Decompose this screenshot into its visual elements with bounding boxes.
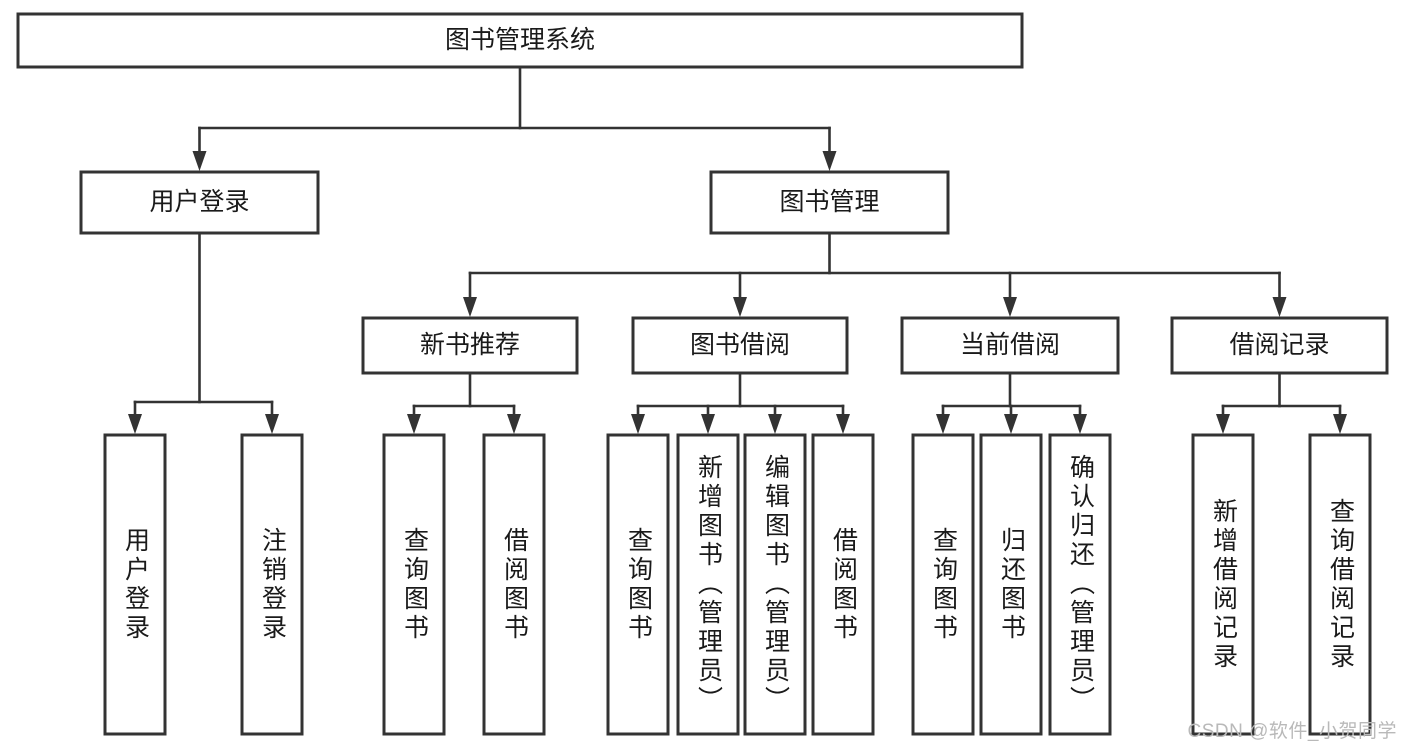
arrow-head-icon [1272,297,1287,317]
node-level3-1-label: 图书借阅 [690,331,790,359]
arrow-head-icon [768,414,782,434]
arrow-head-icon [507,414,521,434]
node-leaf-11[interactable] [1191,433,1255,736]
node-level3-0[interactable] [361,316,579,375]
node-leaf-6[interactable] [743,433,807,736]
arrow-head-icon [822,151,837,171]
node-leaf-5[interactable] [676,433,740,736]
node-leaf-2[interactable] [382,433,446,736]
arrow-head-icon [1216,414,1230,434]
node-level2-0-label: 用户登录 [149,188,249,216]
arrow-head-icon [407,414,421,434]
arrow-head-icon [265,414,279,434]
arrow-head-icon [1073,414,1087,434]
node-level3-2[interactable] [900,316,1120,375]
node-leaf-3[interactable] [482,433,546,736]
node-level3-2-label: 当前借阅 [960,331,1060,359]
node-leaf-9[interactable] [979,433,1043,736]
arrow-head-icon [192,151,207,171]
node-level2-1[interactable] [709,170,950,235]
boxes-layer [16,12,1389,736]
edges-layer [128,65,1347,434]
node-level2-0[interactable] [79,170,320,235]
node-leaf-4[interactable] [606,433,670,736]
arrow-head-icon [733,297,747,317]
node-level3-3-label: 借阅记录 [1229,331,1329,359]
node-leaf-10[interactable] [1048,433,1112,736]
arrow-head-icon [631,414,645,434]
node-leaf-0[interactable] [103,433,167,736]
arrow-head-icon [701,414,715,434]
arrow-head-icon [1003,297,1017,317]
node-root[interactable] [16,12,1024,69]
arrow-head-icon [1004,414,1018,434]
arrow-head-icon [836,414,850,434]
watermark: CSDN @软件_小贺同学 [1187,721,1397,742]
node-level3-1[interactable] [631,316,849,375]
node-leaf-1[interactable] [240,433,304,736]
node-leaf-7[interactable] [811,433,875,736]
node-leaf-12[interactable] [1308,433,1372,736]
arrow-head-icon [463,297,477,317]
node-level2-1-label: 图书管理 [779,188,879,216]
node-root-label: 图书管理系统 [445,26,595,54]
node-level3-0-label: 新书推荐 [420,331,520,359]
arrow-head-icon [128,414,142,434]
arrow-head-icon [936,414,950,434]
node-level3-3[interactable] [1170,316,1389,375]
node-leaf-8[interactable] [911,433,975,736]
arrow-head-icon [1333,414,1347,434]
